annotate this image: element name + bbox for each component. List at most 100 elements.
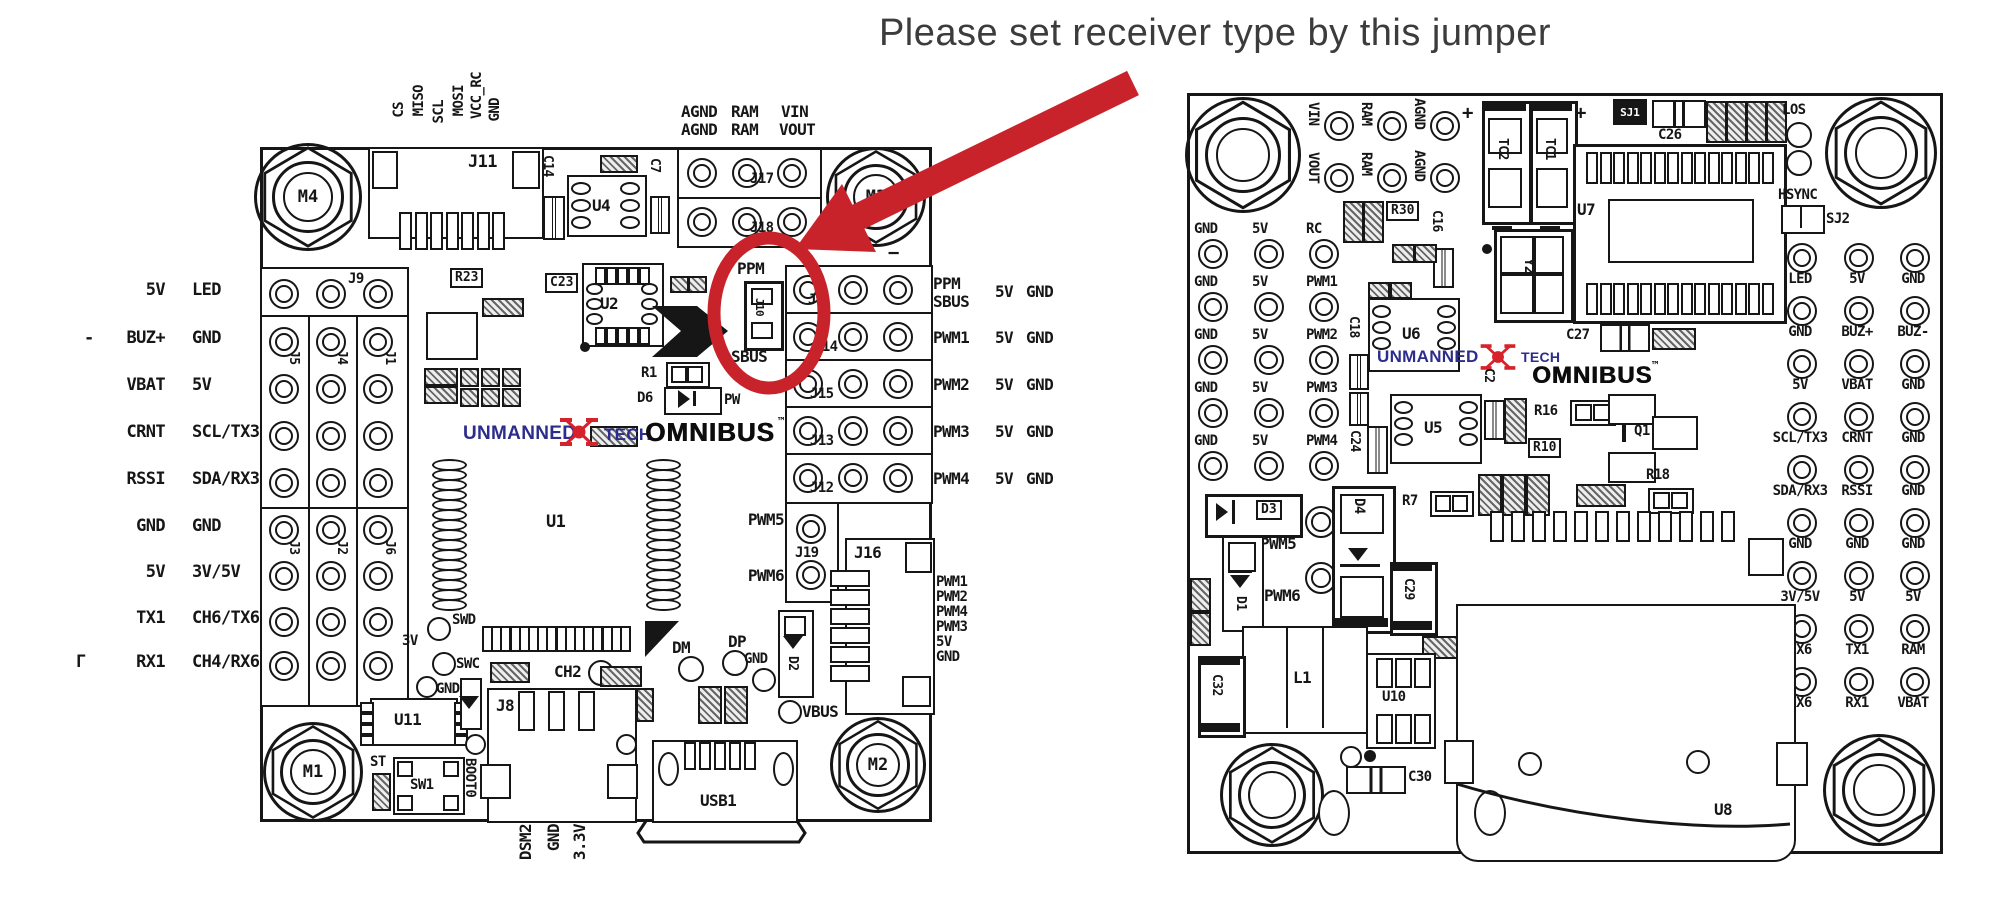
pin-hole bbox=[796, 514, 826, 544]
pad-label: 5V bbox=[1252, 327, 1268, 343]
pin-hole bbox=[316, 327, 346, 357]
pin-slot bbox=[1376, 658, 1393, 688]
jumper-label-ppm: PPM bbox=[737, 259, 765, 278]
pin-hole bbox=[1253, 239, 1284, 269]
rail-label: TX1 bbox=[136, 608, 166, 628]
smd bbox=[1392, 244, 1415, 263]
ref-j6: J6 bbox=[382, 540, 397, 555]
pin-hole bbox=[1843, 455, 1874, 485]
pin-slot bbox=[399, 212, 412, 250]
j16-pin-label: PWM2 bbox=[936, 589, 968, 605]
pin-hole bbox=[269, 279, 299, 309]
smd bbox=[1190, 578, 1211, 612]
ref-u1: U1 bbox=[546, 512, 566, 532]
pin-hole bbox=[363, 279, 393, 309]
pin-hole bbox=[1787, 349, 1817, 379]
pin-hole bbox=[1430, 111, 1460, 141]
part-pad bbox=[1228, 542, 1256, 572]
pin-hole bbox=[793, 463, 823, 493]
pin-slot bbox=[1734, 283, 1747, 315]
pin-slot bbox=[502, 368, 521, 387]
pad-label: AGND bbox=[1411, 150, 1427, 182]
row-label: GND bbox=[1026, 375, 1054, 394]
label-gnd: GND bbox=[744, 651, 768, 667]
j16-notch bbox=[902, 676, 931, 707]
cap-pad bbox=[1488, 118, 1522, 154]
cap-band bbox=[1198, 656, 1240, 665]
row-label: 5V bbox=[995, 282, 1014, 301]
pin-pad bbox=[646, 599, 681, 611]
smd bbox=[1652, 328, 1696, 350]
ref-j14: J14 bbox=[814, 339, 838, 355]
drone-icon bbox=[1480, 344, 1516, 370]
pin-slot bbox=[628, 267, 639, 285]
u8-pad bbox=[1444, 740, 1474, 784]
cap-band bbox=[1390, 562, 1432, 571]
pin-slot bbox=[1490, 511, 1504, 542]
part-pad bbox=[1671, 492, 1688, 509]
testpad bbox=[1786, 150, 1812, 176]
bolt bbox=[1825, 97, 1937, 209]
part-pad bbox=[1575, 404, 1592, 421]
pin-slot bbox=[360, 724, 374, 735]
pin-slot bbox=[360, 713, 374, 724]
via bbox=[465, 734, 486, 755]
pin-pad bbox=[620, 216, 640, 229]
pin-hole bbox=[1900, 243, 1930, 273]
ref-r18: R18 bbox=[1646, 467, 1670, 483]
usb-flange bbox=[636, 820, 807, 844]
pin-hole bbox=[1253, 292, 1284, 322]
j8-pin-label: DSM2 bbox=[516, 824, 535, 861]
logo-tech: TECH bbox=[604, 425, 652, 444]
pin-slot bbox=[729, 742, 741, 770]
pad-label: 5V bbox=[1252, 380, 1268, 396]
pin-pad bbox=[1394, 417, 1413, 430]
pin-hole bbox=[1900, 508, 1930, 538]
pin-slot bbox=[430, 212, 443, 250]
ref-j18: J18 bbox=[750, 220, 774, 236]
testpad-swd bbox=[427, 617, 451, 641]
pad-label: VBAT bbox=[1841, 377, 1873, 393]
j8-notch bbox=[480, 764, 511, 799]
pin-hole bbox=[1309, 451, 1339, 481]
smd bbox=[1576, 484, 1626, 507]
pin-slot bbox=[1700, 511, 1714, 542]
bolt-label: M1 bbox=[302, 762, 324, 782]
sw1-pad bbox=[397, 795, 413, 811]
pin-hole bbox=[838, 369, 868, 399]
pad-label: BUZ- bbox=[1897, 324, 1929, 340]
logo-tm: ™ bbox=[1652, 359, 1659, 372]
ref-sw1: SW1 bbox=[410, 777, 434, 793]
pin-label-gnd: GND bbox=[487, 98, 503, 122]
plus-mark: + bbox=[1462, 102, 1473, 124]
pin-pad bbox=[620, 199, 640, 212]
pad-label: 5V bbox=[1252, 221, 1268, 237]
jumper-label-sbus: SBUS bbox=[731, 347, 768, 366]
pad-label: GND bbox=[1901, 271, 1925, 287]
row-label: 5V bbox=[995, 422, 1014, 441]
part-pad bbox=[1340, 494, 1384, 534]
pin-slot bbox=[1721, 152, 1733, 184]
pin-slot bbox=[1667, 152, 1679, 184]
pad-label: RSSI bbox=[1841, 483, 1873, 499]
pin-slot bbox=[1707, 152, 1720, 184]
pin-slot bbox=[502, 388, 521, 407]
pin-hole bbox=[1198, 239, 1228, 269]
pad-label: SDA/RX3 bbox=[1772, 483, 1828, 499]
rail-label: 3V/5V bbox=[192, 562, 241, 582]
part-pad bbox=[1452, 495, 1468, 512]
pin-hole bbox=[1900, 561, 1930, 591]
cap-pad bbox=[1488, 168, 1522, 208]
pad-label: GND bbox=[1194, 327, 1218, 343]
diode-icon bbox=[1230, 575, 1250, 588]
cap-polarity bbox=[1530, 101, 1572, 111]
plus-mark: + bbox=[1575, 102, 1586, 124]
pad-label: 5V bbox=[1849, 271, 1865, 287]
ref-c14: C14 bbox=[540, 155, 555, 177]
bolt-m4: M4 bbox=[254, 143, 362, 251]
cap-c30 bbox=[1346, 766, 1406, 794]
row-label: PWM4 bbox=[933, 469, 970, 488]
pin-pad bbox=[1437, 305, 1456, 318]
pin-slot bbox=[548, 691, 565, 731]
pad-label: GND bbox=[1788, 536, 1812, 552]
